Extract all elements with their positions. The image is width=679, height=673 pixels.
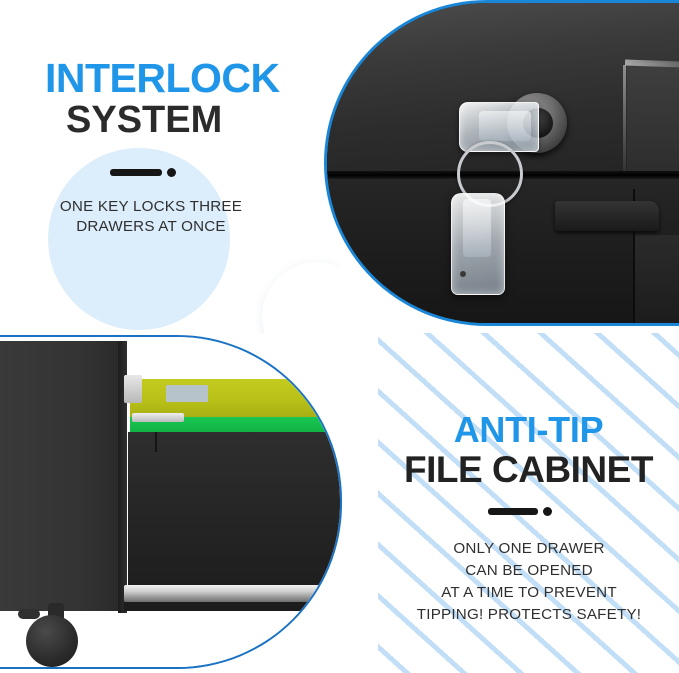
lock-photo-panel (300, 0, 679, 333)
cabinet-rear-body (0, 341, 120, 611)
open-drawer-front (128, 432, 340, 587)
drawer-rail-middle (132, 413, 184, 422)
cabinet-photo-image (0, 337, 340, 667)
cabinet-drawer-handle (555, 201, 659, 231)
interlock-subtitle-line-1: ONE KEY LOCKS THREE (59, 198, 243, 215)
left-caster-bracket (18, 609, 40, 619)
interlock-text-panel: INTERLOCK SYSTEM ONE KEY LOCKS THREE DRA… (0, 0, 340, 333)
interlock-subtitle-line-2: DRAWERS AT ONCE (76, 218, 226, 236)
interlock-title-rest: SYSTEM (66, 99, 223, 141)
divider-dot (167, 168, 176, 177)
diagonal-stripe-background (378, 333, 679, 673)
antitip-copy: ANTI-TIP FILE CABINET ONLY ONE DRAWER CA… (378, 333, 679, 673)
inserted-key-inner (479, 111, 531, 141)
antitip-divider (488, 507, 552, 516)
spare-key-hole (460, 271, 466, 277)
lock-photo-frame (324, 0, 679, 326)
antitip-subtitle-line-2: CAN BE OPENED (465, 562, 593, 580)
folder-label-tab (166, 385, 208, 402)
lock-photo-image (327, 3, 679, 323)
interlock-title-highlight: INTERLOCK (45, 55, 280, 101)
left-caster-wheel-icon (26, 615, 78, 667)
antitip-subtitle-line-3: AT A TIME TO PREVENT (441, 584, 617, 602)
antitip-subtitle-line-1: ONLY ONE DRAWER (453, 540, 605, 557)
cabinet-lower-seam (633, 189, 635, 323)
cabinet-rear-edge (118, 341, 127, 613)
bottom-strip (124, 602, 340, 611)
yellow-folder (130, 379, 340, 417)
antitip-subtitle: ONLY ONE DRAWER CAN BE OPENED AT A TIME … (384, 538, 674, 626)
drawer-rail-left (124, 375, 142, 403)
interlock-subtitle: ONE KEY LOCKS THREE DRAWERS AT ONCE (22, 197, 280, 237)
decorative-blue-circle (48, 148, 230, 330)
antitip-text-panel: ANTI-TIP FILE CABINET ONLY ONE DRAWER CA… (378, 333, 679, 673)
cabinet-side-edge (623, 65, 626, 190)
antitip-subtitle-line-4: TIPPING! PROTECTS SAFETY! (416, 606, 642, 624)
antitip-title-rest: FILE CABINET (404, 449, 653, 490)
divider-bar (110, 169, 162, 176)
interlock-divider (110, 168, 176, 177)
bottom-metal-rail (124, 585, 340, 602)
cabinet-photo-panel (0, 333, 380, 673)
cabinet-lower-block (635, 235, 679, 323)
divider-dot (543, 507, 552, 516)
drawer-seam-1 (155, 432, 157, 452)
spare-key-blade (463, 199, 491, 257)
drawer-seam-2 (340, 432, 342, 452)
cabinet-photo-frame (0, 335, 342, 669)
antitip-title-highlight: ANTI-TIP (453, 409, 604, 450)
interlock-copy: INTERLOCK SYSTEM ONE KEY LOCKS THREE DRA… (0, 0, 300, 333)
divider-bar (488, 508, 538, 515)
